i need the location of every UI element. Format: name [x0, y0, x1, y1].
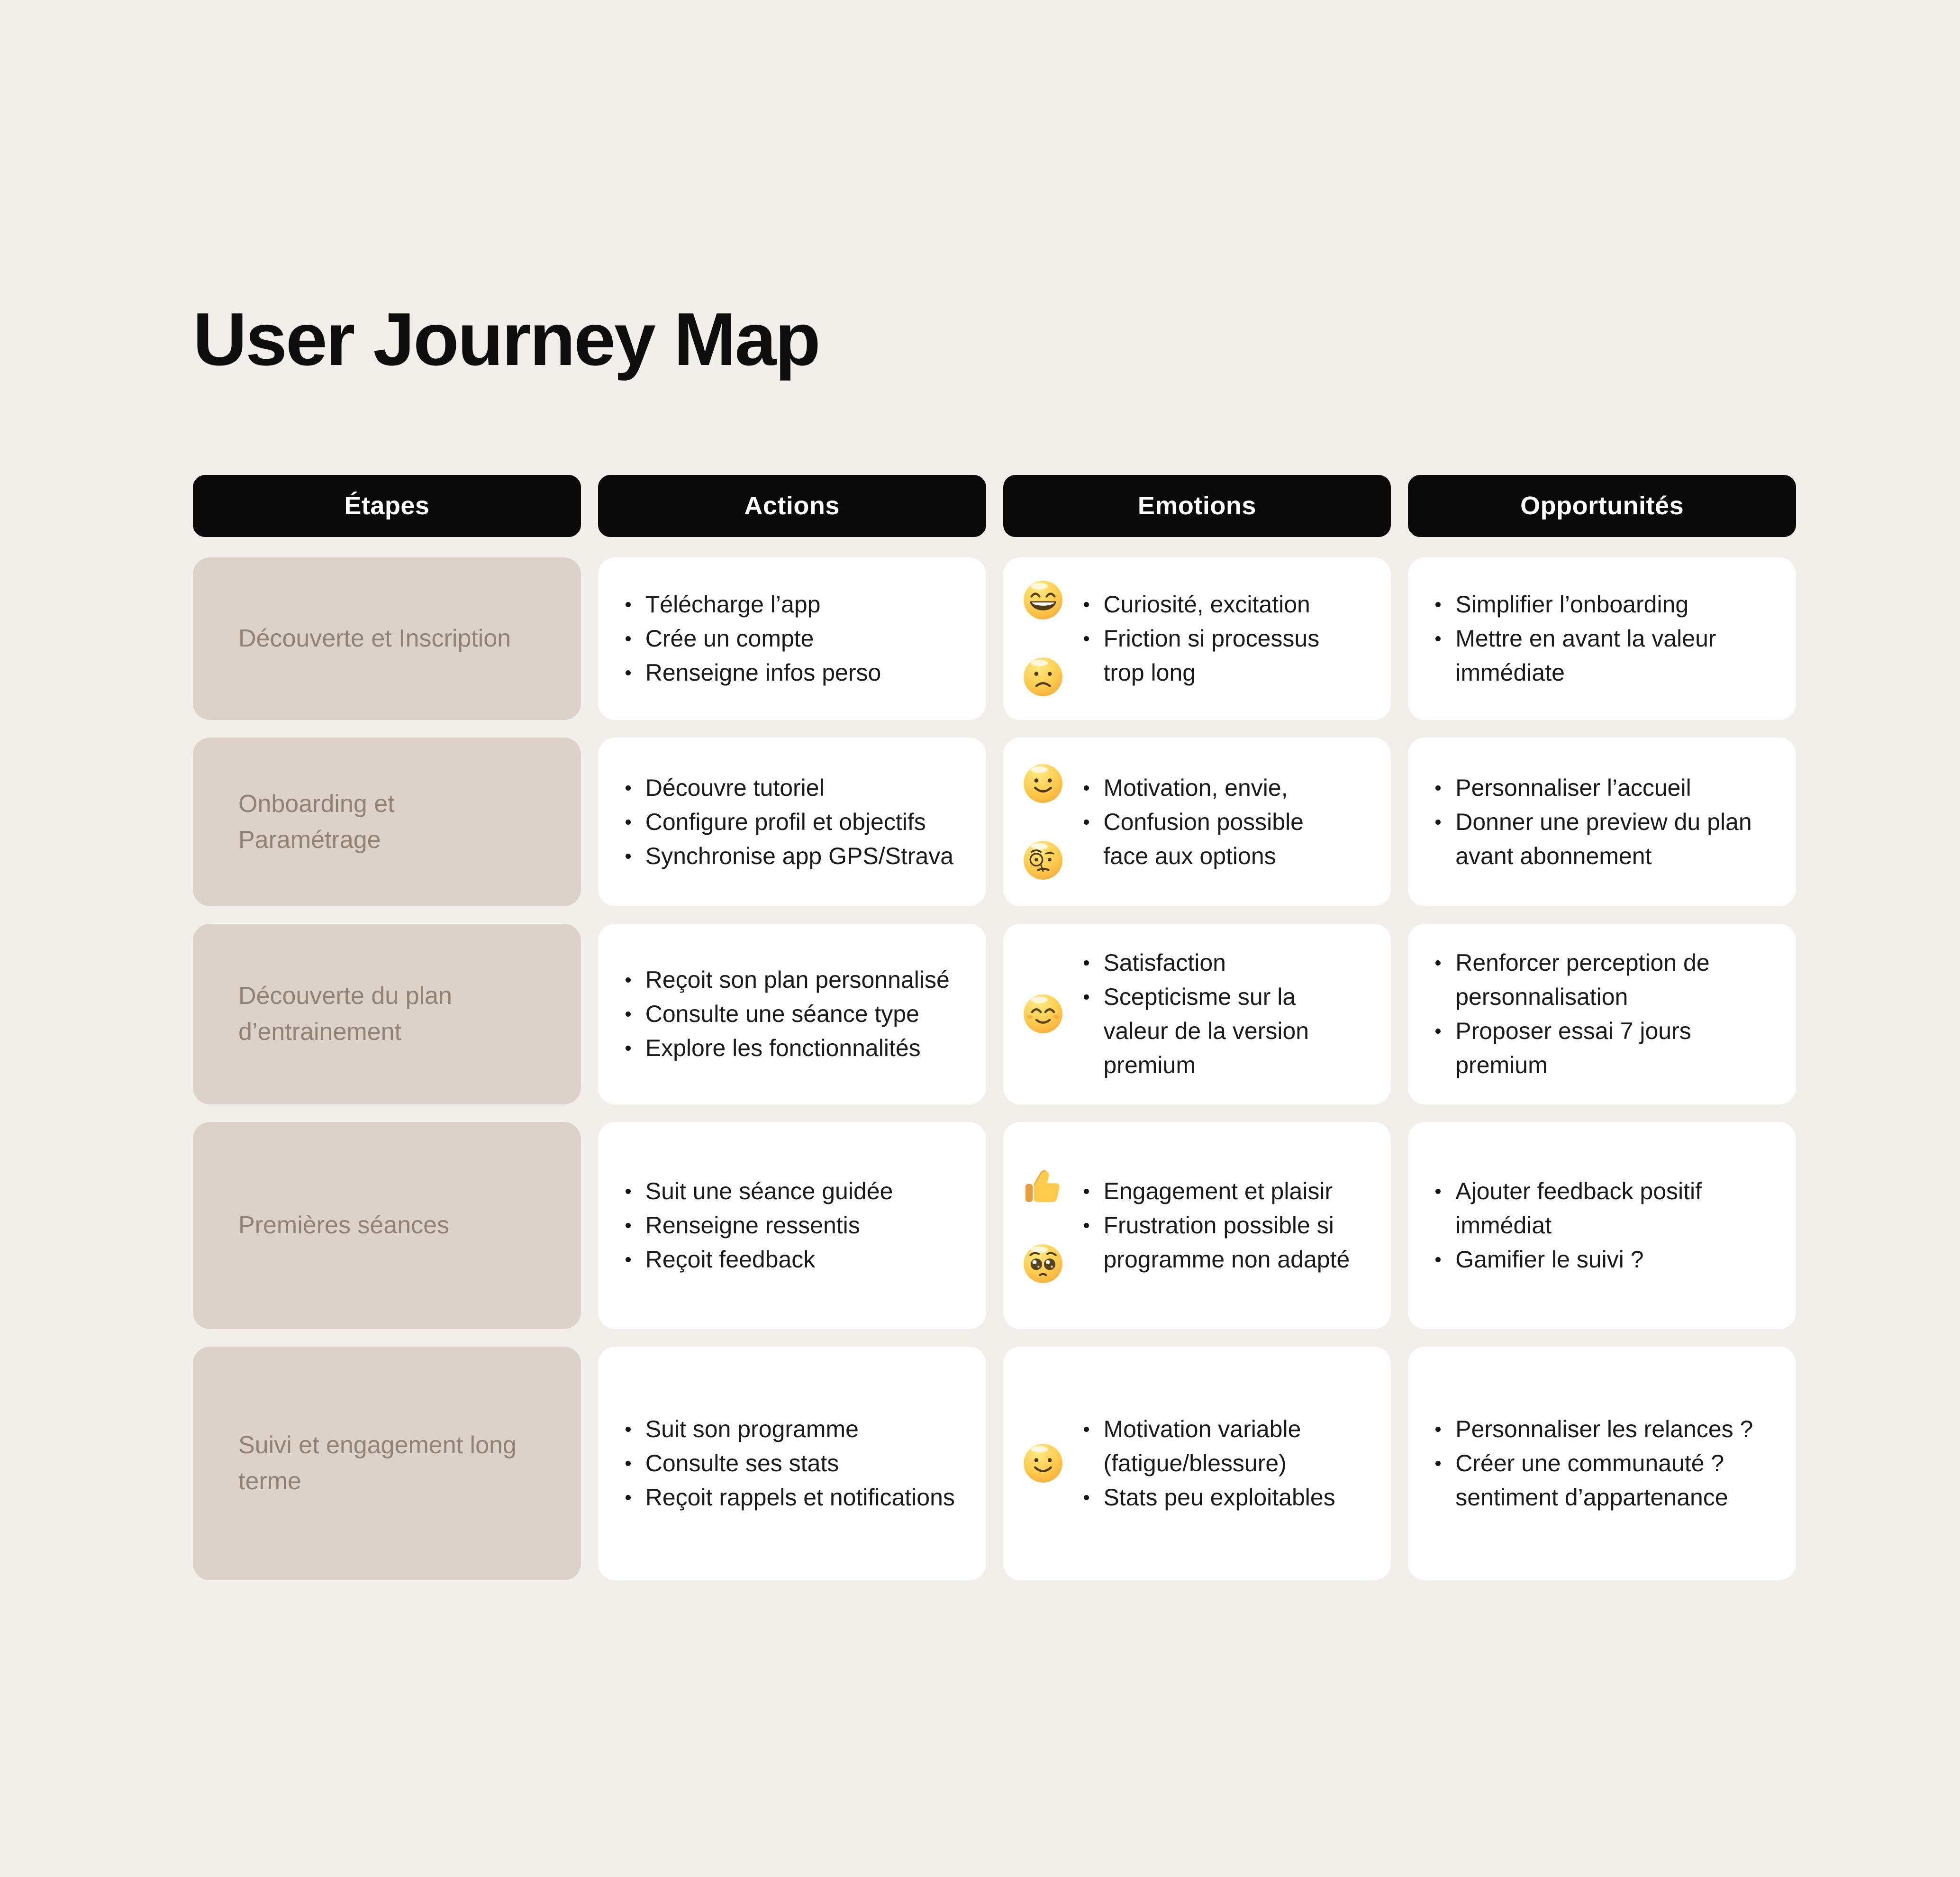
opportunity-item: Proposer essai 7 jours premium	[1434, 1014, 1782, 1082]
actions-cell: Découvre tutoriel Configure profil et ob…	[598, 737, 986, 906]
emotions-cell: Curiosité, excitation Friction si proces…	[1003, 557, 1391, 720]
emotion-item: Motivation variable (fatigue/blessure)	[1083, 1412, 1350, 1480]
opportunities-list: Ajouter feedback positif immédiat Gamifi…	[1434, 1174, 1782, 1276]
action-item: Configure profil et objectifs	[625, 805, 972, 839]
journey-row-decouverte-inscription: Découverte et Inscription Télécharge l’a…	[193, 557, 1796, 720]
action-item: Reçoit feedback	[625, 1242, 972, 1276]
grinning-face-with-smiling-eyes-icon	[1021, 578, 1065, 622]
opportunities-cell: Renforcer perception de personnalisation…	[1408, 923, 1796, 1104]
opportunity-item: Renforcer perception de personnalisation	[1434, 946, 1782, 1014]
column-header-row: Étapes Actions Emotions Opportunités	[193, 474, 1796, 537]
actions-list: Découvre tutoriel Configure profil et ob…	[625, 771, 972, 873]
journey-row-suivi-engagement: Suivi et engagement long terme Suit son …	[193, 1346, 1796, 1580]
emotions-cell: Motivation, envie, Confusion possible fa…	[1003, 737, 1391, 906]
opportunities-cell: Simplifier l’onboarding Mettre en avant …	[1408, 557, 1796, 720]
journey-row-onboarding-parametrage: Onboarding et Paramétrage Découvre tutor…	[193, 737, 1796, 906]
actions-cell: Télécharge l’app Crée un compte Renseign…	[598, 557, 986, 720]
opportunities-list: Renforcer perception de personnalisation…	[1434, 946, 1782, 1082]
opportunities-cell: Ajouter feedback positif immédiat Gamifi…	[1408, 1121, 1796, 1329]
journey-row-premieres-seances: Premières séances Suit une séance guidée…	[193, 1121, 1796, 1329]
column-header-actions: Actions	[598, 474, 986, 537]
opportunity-item: Gamifier le suivi ?	[1434, 1242, 1782, 1276]
stage-label: Découverte du plan d’entrainement	[238, 982, 452, 1046]
emoji-column	[1019, 578, 1067, 699]
slightly-smiling-face-icon	[1021, 762, 1065, 805]
action-item: Suit une séance guidée	[625, 1174, 972, 1208]
stage-label: Onboarding et Paramétrage	[238, 790, 395, 854]
actions-cell: Reçoit son plan personnalisé Consulte un…	[598, 923, 986, 1104]
stage-cell: Découverte du plan d’entrainement	[193, 923, 581, 1104]
action-item: Synchronise app GPS/Strava	[625, 839, 972, 873]
action-item: Renseigne infos perso	[625, 656, 972, 690]
emoji-column	[1019, 1441, 1067, 1485]
actions-list: Reçoit son plan personnalisé Consulte un…	[625, 963, 972, 1065]
opportunity-item: Simplifier l’onboarding	[1434, 587, 1782, 621]
actions-list: Suit son programme Consulte ses stats Re…	[625, 1412, 972, 1514]
emoji-column	[1019, 992, 1067, 1036]
opportunity-item: Ajouter feedback positif immédiat	[1434, 1174, 1782, 1242]
emotion-item: Stats peu exploitables	[1083, 1480, 1350, 1514]
actions-cell: Suit son programme Consulte ses stats Re…	[598, 1346, 986, 1580]
action-item: Explore les fonctionnalités	[625, 1031, 972, 1065]
emotion-item: Curiosité, excitation	[1083, 587, 1350, 621]
stage-cell: Premières séances	[193, 1121, 581, 1329]
emotions-list: Curiosité, excitation Friction si proces…	[1083, 587, 1377, 690]
action-item: Télécharge l’app	[625, 587, 972, 621]
emotions-cell: Satisfaction Scepticisme sur la valeur d…	[1003, 923, 1391, 1104]
opportunity-item: Personnaliser l’accueil	[1434, 771, 1782, 805]
emotions-list: Motivation variable (fatigue/blessure) S…	[1083, 1412, 1377, 1514]
opportunities-cell: Personnaliser l’accueil Donner une previ…	[1408, 737, 1796, 906]
slightly-smiling-face-icon	[1021, 1441, 1065, 1485]
emotions-cell: Motivation variable (fatigue/blessure) S…	[1003, 1346, 1391, 1580]
opportunity-item: Personnaliser les relances ?	[1434, 1412, 1782, 1446]
column-header-opportunites: Opportunités	[1408, 474, 1796, 537]
column-header-emotions: Emotions	[1003, 474, 1391, 537]
action-item: Renseigne ressentis	[625, 1208, 972, 1242]
emotion-item: Confusion possible face aux options	[1083, 805, 1350, 873]
face-with-monocle-icon	[1021, 838, 1065, 882]
actions-cell: Suit une séance guidée Renseigne ressent…	[598, 1121, 986, 1329]
stage-cell: Découverte et Inscription	[193, 557, 581, 720]
emotion-item: Motivation, envie,	[1083, 771, 1350, 805]
emotion-item: Frustration possible si programme non ad…	[1083, 1208, 1350, 1276]
emotions-list: Engagement et plaisir Frustration possib…	[1083, 1174, 1377, 1276]
stage-label: Premières séances	[238, 1212, 450, 1239]
emoji-column	[1019, 762, 1067, 882]
action-item: Reçoit son plan personnalisé	[625, 963, 972, 997]
emotion-item: Scepticisme sur la valeur de la version …	[1083, 980, 1350, 1082]
actions-list: Suit une séance guidée Renseigne ressent…	[625, 1174, 972, 1276]
stage-cell: Suivi et engagement long terme	[193, 1346, 581, 1580]
opportunities-cell: Personnaliser les relances ? Créer une c…	[1408, 1346, 1796, 1580]
emotions-cell: Engagement et plaisir Frustration possib…	[1003, 1121, 1391, 1329]
opportunity-item: Mettre en avant la valeur immédiate	[1434, 621, 1782, 690]
emoji-column	[1019, 1165, 1067, 1285]
opportunity-item: Donner une preview du plan avant abonnem…	[1434, 805, 1782, 873]
action-item: Crée un compte	[625, 621, 972, 656]
action-item: Découvre tutoriel	[625, 771, 972, 805]
action-item: Reçoit rappels et notifications	[625, 1480, 972, 1514]
emotion-item: Engagement et plaisir	[1083, 1174, 1350, 1208]
action-item: Consulte ses stats	[625, 1446, 972, 1480]
actions-list: Télécharge l’app Crée un compte Renseign…	[625, 587, 972, 690]
journey-row-decouverte-plan: Découverte du plan d’entrainement Reçoit…	[193, 923, 1796, 1104]
page-title: User Journey Map	[193, 298, 821, 381]
emotions-list: Motivation, envie, Confusion possible fa…	[1083, 771, 1377, 873]
thumbs-up-icon	[1021, 1165, 1065, 1209]
action-item: Suit son programme	[625, 1412, 972, 1446]
stage-cell: Onboarding et Paramétrage	[193, 737, 581, 906]
relieved-face-icon	[1021, 992, 1065, 1036]
opportunities-list: Personnaliser l’accueil Donner une previ…	[1434, 771, 1782, 873]
opportunity-item: Créer une communauté ? sentiment d’appar…	[1434, 1446, 1782, 1514]
emotions-list: Satisfaction Scepticisme sur la valeur d…	[1083, 946, 1377, 1082]
opportunities-list: Personnaliser les relances ? Créer une c…	[1434, 1412, 1782, 1514]
emotion-item: Satisfaction	[1083, 946, 1350, 980]
opportunities-list: Simplifier l’onboarding Mettre en avant …	[1434, 587, 1782, 690]
column-header-etapes: Étapes	[193, 474, 581, 537]
action-item: Consulte une séance type	[625, 997, 972, 1031]
emotion-item: Friction si processus trop long	[1083, 621, 1350, 690]
stage-label: Découverte et Inscription	[238, 625, 511, 653]
pleading-face-icon	[1021, 1242, 1065, 1285]
slightly-frowning-face-icon	[1021, 655, 1065, 699]
stage-label: Suivi et engagement long terme	[238, 1431, 517, 1495]
